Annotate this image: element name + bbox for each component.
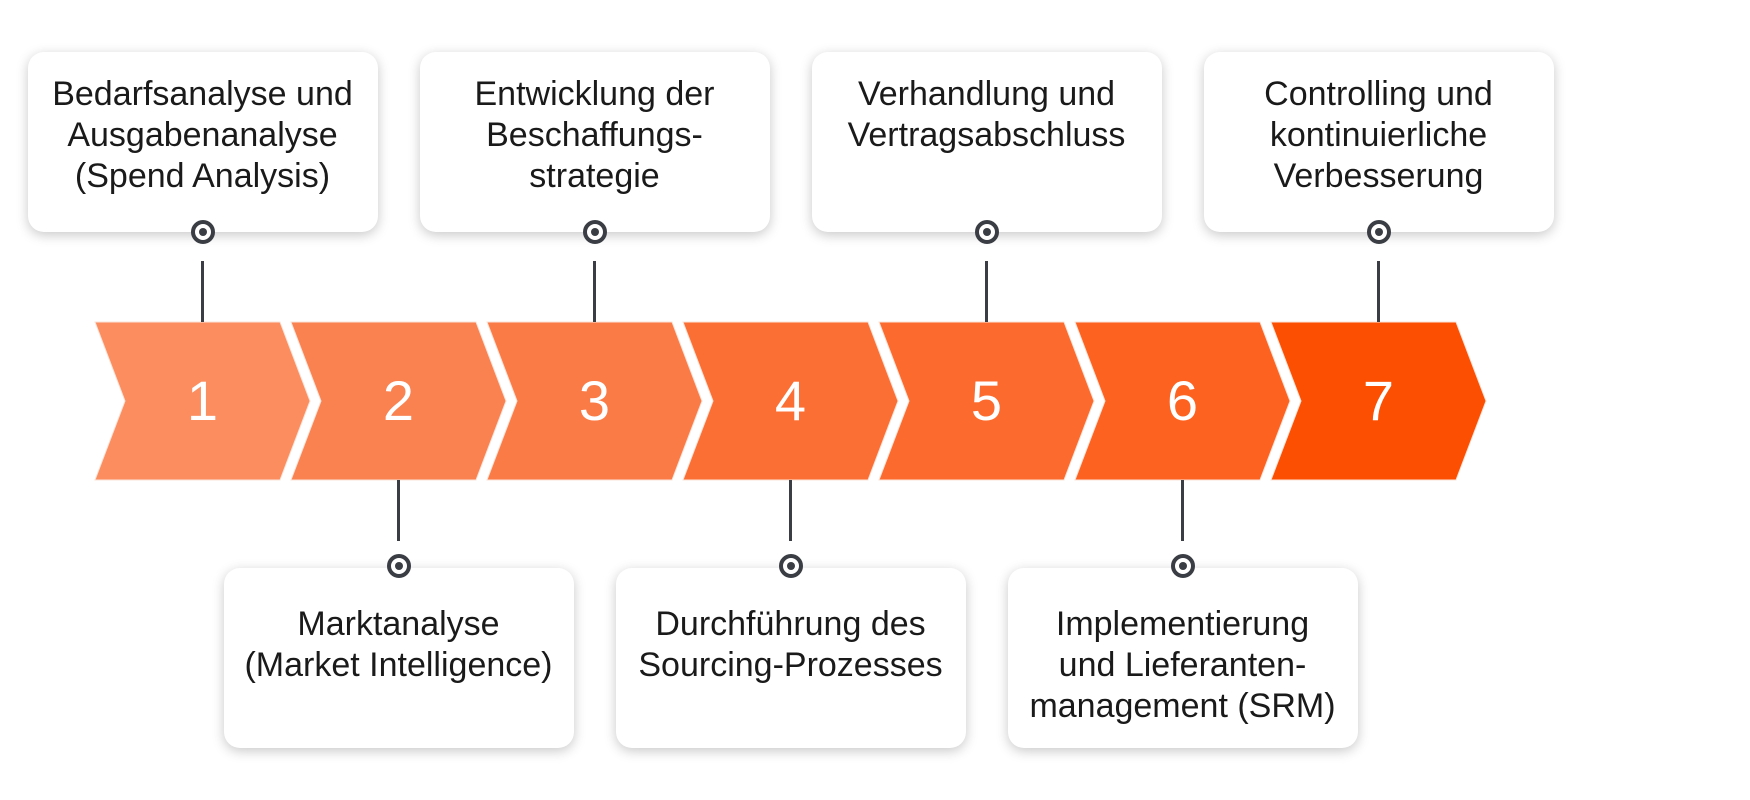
step-label-6: Implementierung und Lieferanten- managem…	[1029, 605, 1336, 725]
connector-line-5	[985, 261, 988, 322]
step-number-4: 4	[774, 369, 807, 432]
step-card-2: Marktanalyse (Market Intelligence)	[223, 568, 574, 748]
marker-dot-icon	[778, 554, 803, 578]
step-label-3: Entwicklung der Beschaffungs- strategie	[474, 75, 715, 195]
marker-dot-icon	[190, 220, 215, 244]
step-chevron-6	[1074, 321, 1291, 481]
step-card-5: Verhandlung und Vertragsabschluss	[811, 52, 1162, 232]
step-chevron-4	[682, 321, 899, 481]
marker-dot-icon	[582, 220, 607, 244]
step-chevron-7	[1270, 321, 1487, 481]
connector-line-1	[201, 261, 204, 322]
step-card-1: Bedarfsanalyse und Ausgabenanalyse (Spen…	[27, 52, 378, 232]
connector-line-2	[397, 480, 400, 541]
marker-dot-icon	[386, 554, 411, 578]
step-card-4: Durchführung des Sourcing-Prozesses	[615, 568, 966, 748]
marker-dot-icon	[1366, 220, 1391, 244]
step-chevron-5	[878, 321, 1095, 481]
connector-line-4	[789, 480, 792, 541]
step-number-7: 7	[1362, 369, 1395, 432]
step-card-6: Implementierung und Lieferanten- managem…	[1007, 568, 1358, 748]
connector-line-7	[1377, 261, 1380, 322]
step-chevron-1	[94, 321, 311, 481]
marker-dot-icon	[974, 220, 999, 244]
step-number-2: 2	[382, 369, 415, 432]
step-number-6: 6	[1166, 369, 1199, 432]
step-number-1: 1	[186, 369, 219, 432]
marker-dot-icon	[1170, 554, 1195, 578]
step-number-5: 5	[970, 369, 1003, 432]
step-label-7: Controlling und kontinuierliche Verbesse…	[1264, 75, 1493, 195]
step-card-7: Controlling und kontinuierliche Verbesse…	[1203, 52, 1554, 232]
connector-line-3	[593, 261, 596, 322]
step-chevron-3	[486, 321, 703, 481]
step-card-3: Entwicklung der Beschaffungs- strategie	[419, 52, 770, 232]
connector-line-6	[1181, 480, 1184, 541]
step-label-1: Bedarfsanalyse und Ausgabenanalyse (Spen…	[52, 75, 353, 195]
step-chevron-2	[290, 321, 507, 481]
step-label-4: Durchführung des Sourcing-Prozesses	[638, 605, 943, 684]
step-number-3: 3	[578, 369, 611, 432]
step-label-5: Verhandlung und Vertragsabschluss	[847, 75, 1126, 154]
step-label-2: Marktanalyse (Market Intelligence)	[244, 605, 553, 684]
